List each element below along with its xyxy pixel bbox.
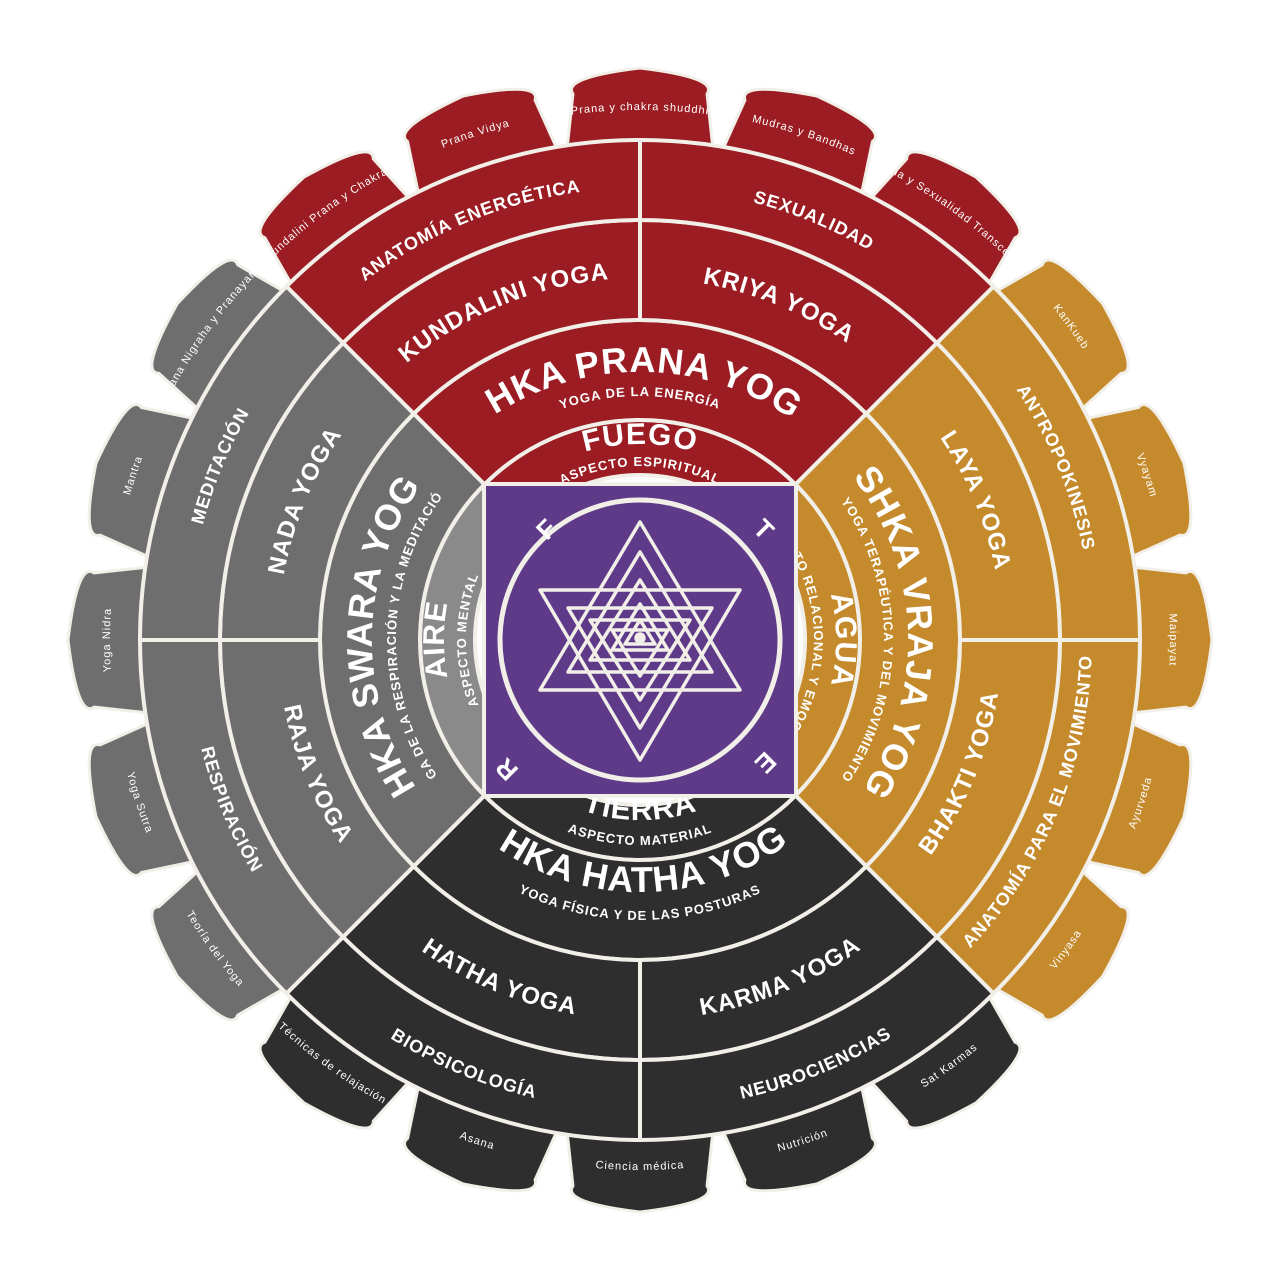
air-ring-3 bbox=[137, 283, 346, 642]
petal-5 bbox=[990, 258, 1130, 414]
outer-petals bbox=[66, 66, 1214, 1214]
petal-8 bbox=[1081, 719, 1193, 877]
air-element-name: AIRE bbox=[418, 599, 455, 682]
sri-yantra-icon bbox=[538, 520, 742, 762]
petal-15 bbox=[150, 866, 290, 1022]
petal-13 bbox=[403, 1081, 561, 1193]
petal-6 bbox=[1081, 403, 1193, 561]
petal-1 bbox=[403, 87, 561, 199]
quadrant-sectors bbox=[137, 137, 1143, 1143]
petal-label-2: Prana y chakra shuddhi bbox=[570, 101, 710, 117]
petal-label-7: Maipayat bbox=[1166, 613, 1179, 666]
petal-10 bbox=[866, 990, 1022, 1130]
petal-11 bbox=[719, 1081, 877, 1193]
center-square: F T R E bbox=[482, 482, 798, 798]
petal-9 bbox=[990, 866, 1130, 1022]
petal-16 bbox=[87, 719, 199, 877]
petal-label-12: Ciencia médica bbox=[595, 1159, 685, 1173]
petal-14 bbox=[258, 990, 414, 1130]
petal-18 bbox=[87, 403, 199, 561]
petal-12 bbox=[565, 1128, 715, 1214]
petal-19 bbox=[150, 258, 290, 414]
petal-7 bbox=[1128, 565, 1214, 715]
petal-label-17: Yoga Nidra bbox=[101, 607, 114, 672]
petal-20 bbox=[258, 150, 414, 290]
petal-2 bbox=[565, 66, 715, 152]
petal-4 bbox=[866, 150, 1022, 290]
petal-3 bbox=[719, 87, 877, 199]
petal-17 bbox=[66, 565, 152, 715]
